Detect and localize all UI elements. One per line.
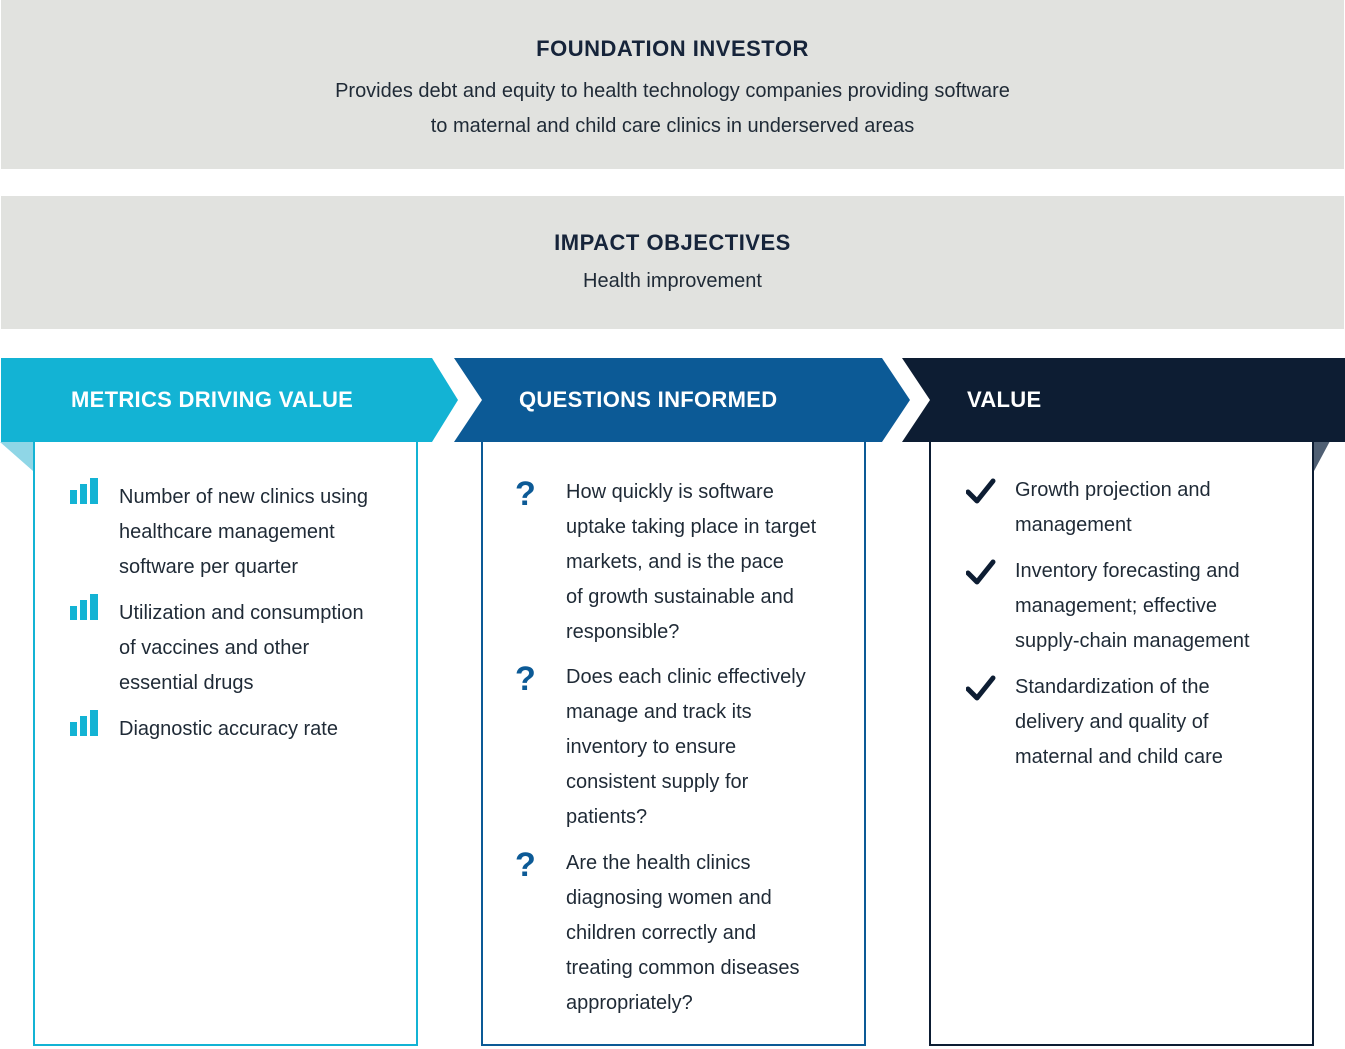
bar-chart-icon xyxy=(70,594,98,620)
value-text: Standardization of the delivery and qual… xyxy=(1015,670,1223,775)
question-mark-icon: ? xyxy=(515,660,536,698)
foundation-investor-title: FOUNDATION INVESTOR xyxy=(536,36,809,61)
foundation-investor-description: Provides debt and equity to health techn… xyxy=(1,74,1344,144)
foundation-line-1: Provides debt and equity to health techn… xyxy=(335,80,1010,102)
question-text: How quickly is software uptake taking pl… xyxy=(566,475,816,650)
question-line: uptake taking place in target xyxy=(566,516,817,538)
metrics-column xyxy=(33,442,418,1046)
value-text: Inventory forecasting and management; ef… xyxy=(1015,554,1250,659)
metric-line: Number of new clinics using xyxy=(119,486,368,508)
question-line: How quickly is software xyxy=(566,481,774,503)
question-text: Does each clinic effectively manage and … xyxy=(566,660,806,835)
metric-line: essential drugs xyxy=(119,672,254,694)
question-line: treating common diseases xyxy=(566,957,800,979)
question-line: appropriately? xyxy=(566,992,693,1014)
question-line: Does each clinic effectively xyxy=(566,666,806,688)
foundation-investor-banner: FOUNDATION INVESTOR Provides debt and eq… xyxy=(1,0,1344,169)
value-header-label: VALUE xyxy=(967,387,1042,412)
value-column xyxy=(929,442,1314,1046)
value-line: management xyxy=(1015,514,1132,536)
metric-line: healthcare management xyxy=(119,521,335,543)
impact-objectives-title: IMPACT OBJECTIVES xyxy=(554,230,791,255)
question-line: Are the health clinics xyxy=(566,852,751,874)
metric-line: Utilization and consumption xyxy=(119,602,364,624)
value-text: Growth projection and management xyxy=(1015,473,1211,543)
metric-text: Diagnostic accuracy rate xyxy=(119,712,338,747)
value-header-shape xyxy=(902,358,1345,442)
question-mark-icon: ? xyxy=(515,846,536,884)
metric-line: software per quarter xyxy=(119,556,298,578)
value-line: management; effective xyxy=(1015,595,1217,617)
question-line: consistent supply for xyxy=(566,771,749,793)
questions-header-shape xyxy=(454,358,910,442)
question-line: of growth sustainable and xyxy=(566,586,794,608)
metrics-header-label: METRICS DRIVING VALUE xyxy=(71,387,354,412)
value-line: Growth projection and xyxy=(1015,479,1211,501)
impact-objectives-text: Health improvement xyxy=(583,270,762,292)
question-line: diagnosing women and xyxy=(566,887,772,909)
value-line: maternal and child care xyxy=(1015,746,1223,768)
question-text: Are the health clinics diagnosing women … xyxy=(566,846,799,1021)
metrics-header-shape xyxy=(1,358,458,442)
metrics-fold xyxy=(0,442,33,471)
column-headers-graphic xyxy=(0,358,1345,471)
question-line: markets, and is the pace xyxy=(566,551,784,573)
metric-text: Utilization and consumption of vaccines … xyxy=(119,596,364,701)
checkmark-icon xyxy=(966,675,996,701)
question-line: manage and track its xyxy=(566,701,752,723)
checkmark-icon xyxy=(966,559,996,585)
value-line: Inventory forecasting and xyxy=(1015,560,1240,582)
value-line: Standardization of the xyxy=(1015,676,1210,698)
question-line: inventory to ensure xyxy=(566,736,737,758)
metric-text: Number of new clinics using healthcare m… xyxy=(119,480,368,585)
question-mark-icon: ? xyxy=(515,475,536,513)
question-line: patients? xyxy=(566,806,648,828)
question-line: responsible? xyxy=(566,621,680,643)
impact-objectives-banner: IMPACT OBJECTIVES Health improvement xyxy=(1,196,1344,329)
questions-header-label: QUESTIONS INFORMED xyxy=(519,387,778,412)
questions-column xyxy=(481,442,866,1046)
question-line: children correctly and xyxy=(566,922,757,944)
value-line: supply-chain management xyxy=(1015,630,1250,652)
value-line: delivery and quality of xyxy=(1015,711,1209,733)
bar-chart-icon xyxy=(70,478,98,504)
foundation-line-2: to maternal and child care clinics in un… xyxy=(430,115,915,137)
checkmark-icon xyxy=(966,478,996,504)
metric-line: of vaccines and other xyxy=(119,637,310,659)
bar-chart-icon xyxy=(70,710,98,736)
metric-line: Diagnostic accuracy rate xyxy=(119,718,338,740)
